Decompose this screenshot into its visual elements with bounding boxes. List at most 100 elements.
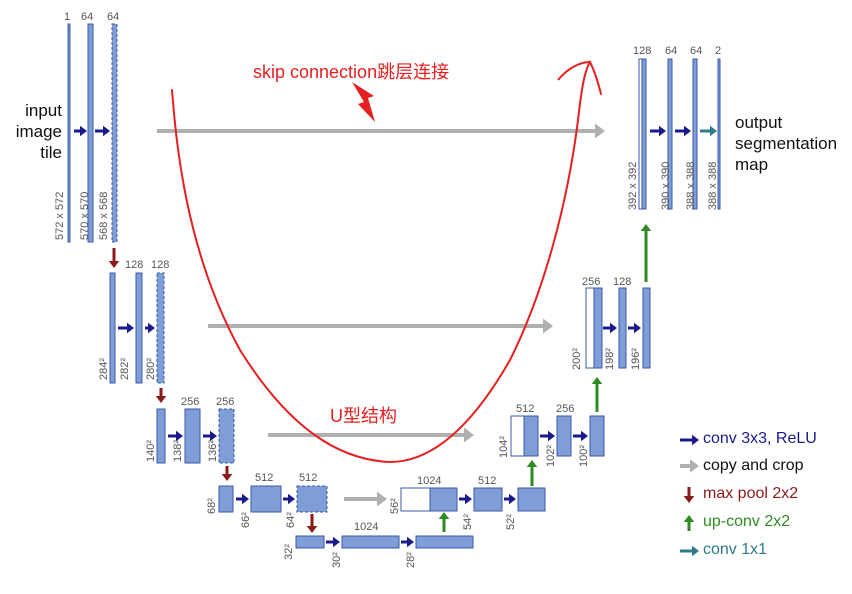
channel-label-bottom: 1024 xyxy=(354,521,379,533)
copy-crop-arrow-icon xyxy=(690,459,699,473)
block-u3-conv1 xyxy=(556,415,572,457)
block-bottom-c xyxy=(415,535,474,549)
dim-label-bottom-b: 30² xyxy=(331,552,343,568)
legend-label-conv1x1: conv 1x1 xyxy=(703,541,768,558)
channel-label-u2-concat: 256 xyxy=(582,276,601,288)
skip-connection-annotation: skip connection跳层连接 xyxy=(253,62,450,82)
up-conv-arrow-icon xyxy=(683,515,695,522)
max-pool-arrow-l3 xyxy=(221,474,233,481)
copy-crop-arrow-l3 xyxy=(464,427,474,443)
channel-label-l1-input: 1 xyxy=(64,11,71,23)
channel-label-l4-conv1: 512 xyxy=(255,472,274,484)
conv-arrow-u3-a xyxy=(548,430,555,442)
dim-label-l2-c: 280² xyxy=(145,357,157,380)
channel-label-u2-conv: 128 xyxy=(613,276,632,288)
dim-label-u4-a: 56² xyxy=(389,498,401,514)
max-pool-arrow-l1 xyxy=(108,261,120,268)
legend-label-max-pool: max pool 2x2 xyxy=(703,485,799,502)
channel-label-u1-conv2: 64 xyxy=(690,45,703,57)
block-u2-copied xyxy=(585,287,595,369)
max-pool-arrow-l4 xyxy=(306,526,318,533)
u-shape-curve xyxy=(171,59,602,464)
block-l2-c xyxy=(156,272,165,384)
u-shape-annotation: U型结构 xyxy=(330,406,397,426)
max-pool-arrow-l2 xyxy=(155,396,167,403)
dim-label-l4-c: 64² xyxy=(285,512,297,528)
channel-label-l2-conv1: 128 xyxy=(125,259,144,271)
conv-arrow-l3-b xyxy=(210,430,217,442)
dim-label-l1-conv2: 568 x 568 xyxy=(98,191,110,240)
dim-label-l4-a: 68² xyxy=(206,498,218,514)
channel-label-l1-conv2: 64 xyxy=(107,11,120,23)
channel-label-l2-conv2: 128 xyxy=(151,259,170,271)
channel-label-l3-conv2: 256 xyxy=(216,396,235,408)
conv-arrow-l1-a xyxy=(80,125,87,137)
block-l4-a xyxy=(218,485,234,513)
block-u3-upsampled xyxy=(523,415,539,457)
channel-label-u3-conv: 256 xyxy=(556,403,575,415)
channel-label-u1-concat: 128 xyxy=(633,45,652,57)
dim-label-u1-c: 388 x 388 xyxy=(685,161,697,210)
dim-label-u1-d: 388 x 388 xyxy=(707,161,719,210)
dim-label-u2-a: 200² xyxy=(571,347,583,370)
input-label-line-2: image xyxy=(15,122,62,141)
block-l3-c xyxy=(218,408,235,464)
block-u2-conv2 xyxy=(642,287,651,369)
block-bottom-a xyxy=(295,535,325,549)
up-conv-arrow-u4 xyxy=(526,460,538,467)
channel-label-u1-output: 2 xyxy=(715,45,722,57)
legend-label-conv: conv 3x3, ReLU xyxy=(703,430,817,447)
conv-arrow-u3-b xyxy=(581,430,588,442)
copy-crop-arrow-l4 xyxy=(377,491,387,507)
block-u4-conv2 xyxy=(517,487,546,512)
block-bottom-b xyxy=(341,535,400,549)
dim-label-u1-a: 392 x 392 xyxy=(627,161,639,210)
block-u1-conv2 xyxy=(692,58,698,210)
channel-label-u3-concat: 512 xyxy=(516,403,535,415)
output-label-line-1: output xyxy=(735,113,783,132)
conv-arrow-bottom-a xyxy=(333,536,340,548)
copy-crop-arrow-l2 xyxy=(543,318,553,334)
channel-label-l1-conv1: 64 xyxy=(81,11,94,23)
conv-arrow-l3-a xyxy=(176,430,183,442)
dim-label-l3-b: 138² xyxy=(172,439,184,462)
conv-arrow-l2-b xyxy=(148,322,155,334)
block-u4-conv1 xyxy=(473,487,503,512)
block-u1-upsampled xyxy=(641,58,647,210)
dim-label-u1-b: 390 x 390 xyxy=(660,161,672,210)
dim-label-l4-b: 66² xyxy=(240,512,252,528)
conv-arrow-u1-b xyxy=(684,125,691,137)
dim-label-u4-c: 52² xyxy=(505,514,517,530)
block-l4-c xyxy=(296,485,328,513)
channel-label-u4-conv: 512 xyxy=(478,475,497,487)
dim-label-u4-b: 54² xyxy=(462,514,474,530)
conv-arrow-u2-a xyxy=(610,322,617,334)
copy-crop-arrow-l1 xyxy=(595,123,605,139)
block-l1-conv2 xyxy=(111,23,118,243)
dim-label-l1-input: 572 x 572 xyxy=(54,191,66,240)
channel-label-u4-concat: 1024 xyxy=(417,475,442,487)
input-image-tile-label: input image tile xyxy=(14,100,62,163)
dim-label-bottom-a: 32² xyxy=(283,544,295,560)
dim-label-l3-c: 136² xyxy=(207,439,219,462)
conv-arrow-l1-b xyxy=(103,125,110,137)
conv-arrow-l4-b xyxy=(288,493,295,505)
dim-label-u2-c: 196² xyxy=(630,347,642,370)
u-curve-hook xyxy=(557,61,591,81)
conv-arrow-l2-a xyxy=(127,322,134,334)
block-u1-conv1 xyxy=(667,58,673,210)
up-conv-arrow-u3 xyxy=(591,377,603,384)
block-u2-upsampled xyxy=(593,287,603,369)
block-l1-conv1 xyxy=(87,23,94,243)
block-u4-copied xyxy=(400,487,431,512)
max-pool-arrow-icon xyxy=(683,496,695,503)
channel-label-u1-conv1: 64 xyxy=(665,45,678,57)
conv-arrow-icon xyxy=(692,434,699,446)
skip-connection-pointer-icon xyxy=(352,82,375,122)
dim-label-u3-a: 104² xyxy=(498,435,510,458)
block-u3-copied xyxy=(510,415,525,457)
conv-arrow-l4-a xyxy=(242,493,249,505)
legend-label-copy-crop: copy and crop xyxy=(703,457,804,474)
conv-arrow-u4-b xyxy=(509,493,516,505)
